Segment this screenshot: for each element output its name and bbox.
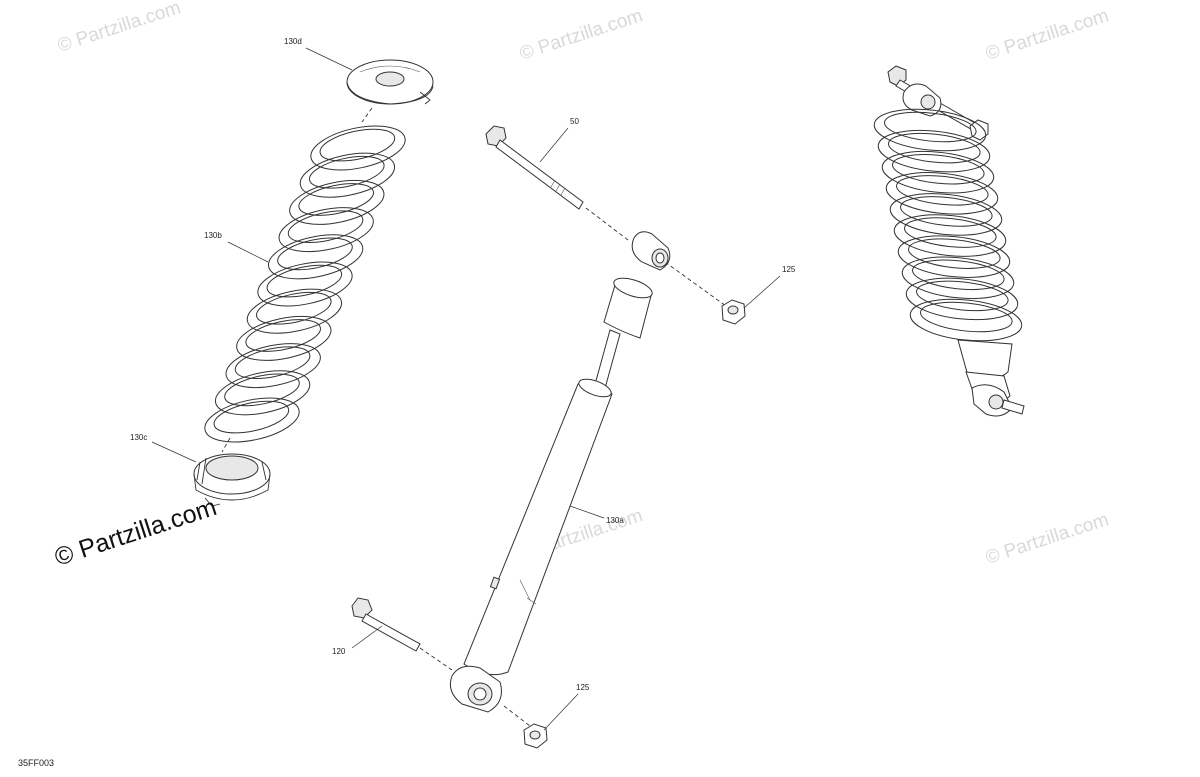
spring-coil-inner [884, 111, 977, 143]
spring-coil-inner [892, 154, 985, 185]
nut-125-bottom-part[interactable] [523, 723, 548, 749]
spring-coil-inner [916, 280, 1009, 312]
spring-coil-turn [909, 298, 1023, 342]
spring-coil-turn [204, 397, 300, 443]
axis-line-lower [419, 647, 531, 727]
spring-coil-turn [289, 179, 385, 225]
axis-line-spring [221, 107, 373, 453]
nut-125-top-part[interactable] [721, 299, 746, 325]
spring-adjuster-130c-part[interactable] [193, 453, 271, 507]
watermark-3: © Partzilla.com [983, 5, 1111, 65]
spring-seat-130d-part[interactable] [346, 59, 434, 105]
bolt-120-part[interactable] [351, 597, 421, 652]
spring-coil-inner [319, 128, 396, 162]
spring-coil-turn [214, 370, 311, 416]
spring-coil-turn [889, 193, 1003, 236]
spring-coil-turn [246, 288, 343, 334]
spring-coil-turn [267, 234, 364, 280]
callout-130c[interactable]: 130c [130, 433, 147, 442]
bolt-50-part[interactable] [485, 125, 584, 210]
spring-coil-inner [298, 183, 374, 216]
spring-coil-turn [873, 108, 987, 152]
spring-coil-inner [234, 346, 311, 379]
spring-coil-inner [224, 373, 300, 407]
spring-coil-turn [225, 343, 321, 389]
callout-leaders [151, 47, 781, 731]
spring-coil-inner [308, 155, 385, 189]
spring-coil-inner [266, 264, 343, 298]
shock-absorber-130a-part[interactable] [449, 231, 671, 713]
spring-coil-turn [885, 172, 999, 215]
callout-130b[interactable]: 130b [204, 231, 222, 240]
callout-labels: 130d 130b 130c 50 125 130a 120 125 [130, 37, 796, 692]
watermark-5: © Partzilla.com [983, 509, 1111, 569]
callout-50[interactable]: 50 [570, 117, 579, 126]
watermark-2: © Partzilla.com [517, 5, 645, 65]
spring-coil-inner [904, 217, 997, 248]
callout-130d[interactable]: 130d [284, 37, 302, 46]
spring-coil-turn [897, 235, 1011, 278]
spring-coil-inner [888, 132, 981, 164]
callout-125-top[interactable]: 125 [782, 265, 796, 274]
spring-coil-turn [881, 150, 995, 194]
spring-coil-inner [920, 301, 1013, 333]
spring-coil-inner [287, 210, 364, 243]
spring-coil-inner [900, 196, 993, 227]
coil-spring-130b-part[interactable] [201, 118, 409, 449]
spring-coil-inner [245, 319, 321, 352]
diagram-reference-code: 35FF003 [18, 758, 54, 768]
spring-coil-turn [278, 207, 374, 253]
spring-coil-inner [908, 238, 1001, 269]
spring-coil-turn [893, 214, 1007, 257]
spring-coil-inner [213, 400, 290, 434]
callout-125-bottom[interactable]: 125 [576, 683, 590, 692]
spring-coil-turn [299, 152, 396, 198]
spring-coil-turn [901, 256, 1015, 300]
callout-120[interactable]: 120 [332, 647, 346, 656]
spring-coil-turn [905, 277, 1019, 321]
axis-line-upper [585, 207, 727, 307]
assembled-coilover-part[interactable] [872, 65, 1025, 417]
spring-coil-inner [912, 259, 1005, 291]
spring-coil-turn [877, 129, 991, 173]
spring-coil-inner [277, 237, 353, 271]
spring-coil-turn [310, 125, 406, 171]
watermark-1: © Partzilla.com [55, 0, 183, 57]
spring-coil-inner [896, 175, 989, 206]
spring-coil-inner [255, 291, 332, 325]
spring-coil-turn [236, 315, 332, 361]
callout-130a[interactable]: 130a [606, 516, 624, 525]
spring-coil-turn [257, 261, 353, 307]
partzilla-watermark-logo: © Partzilla.com [51, 493, 220, 572]
